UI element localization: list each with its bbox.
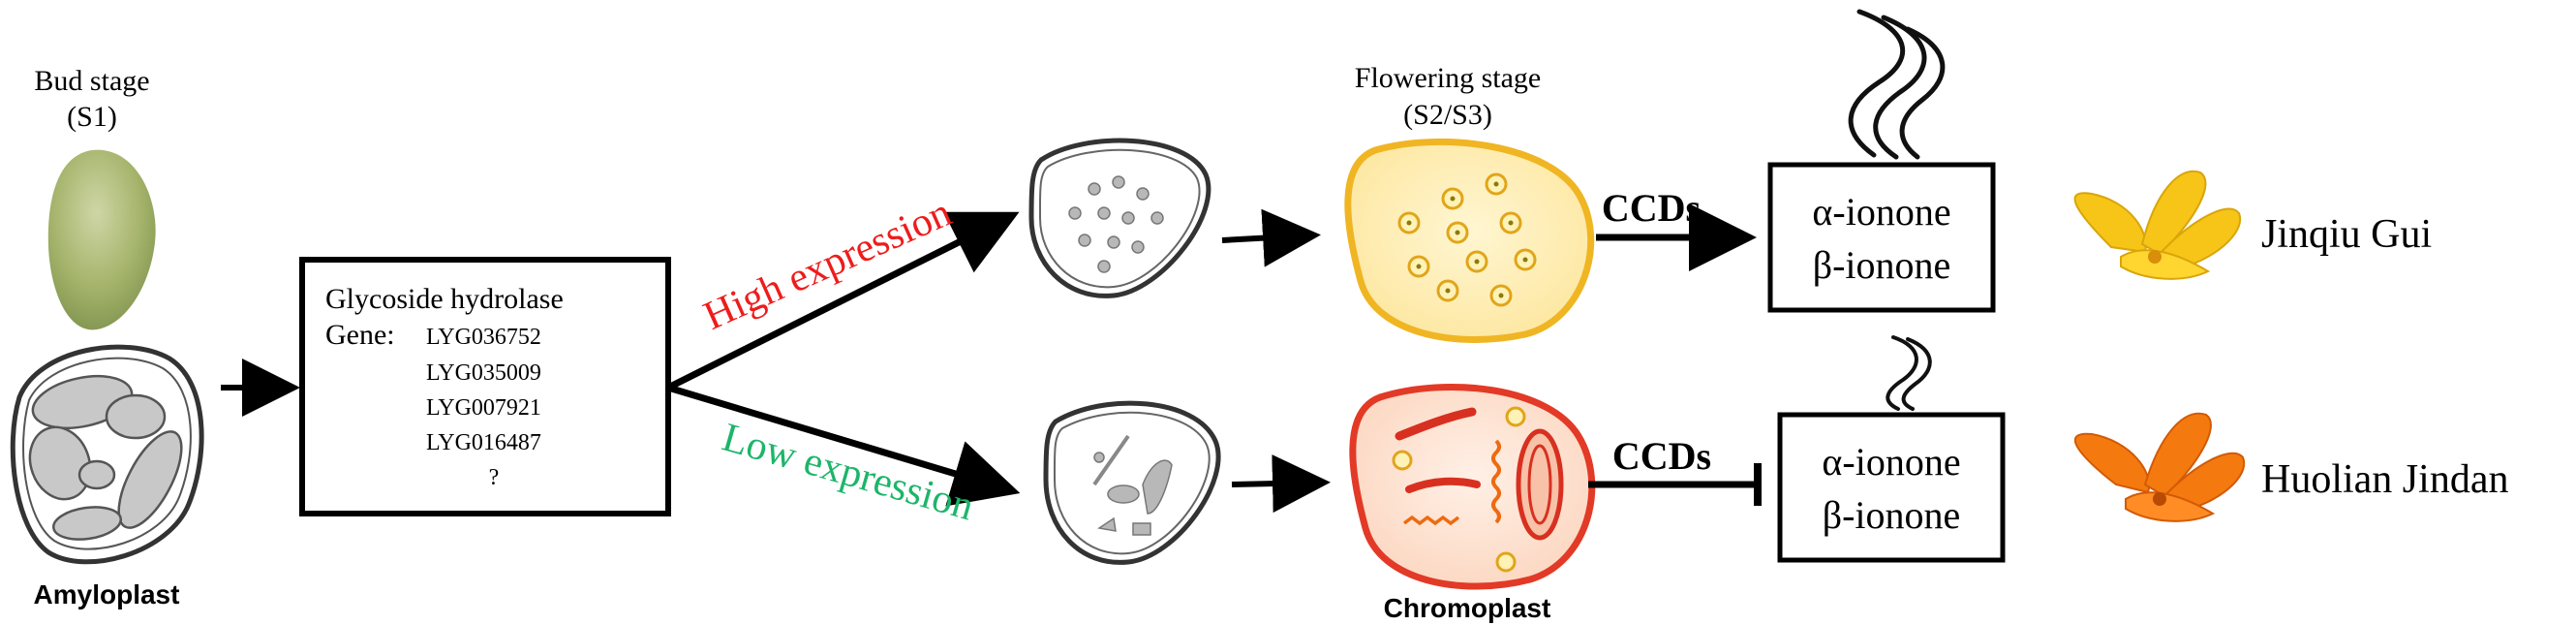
strong-aroma-icon [1848,9,1946,160]
bottom-product: α-ionone [1822,440,1960,484]
ccds-bottom-label: CCDs [1612,434,1711,478]
amyloplast-label: Amyloplast [34,579,180,609]
gene-item: LYG016487 [426,430,541,455]
arrow-to-chromoplast [1231,454,1331,514]
yellow-flower-image [2073,170,2242,280]
top-products-box: α-ionone β-ionone [1767,162,1996,313]
high-expression-arrow [666,211,1020,391]
intermediate-plastid-low [1043,400,1221,565]
hydrolase-box: Glycoside hydrolase Gene: LYG036752 LYG0… [299,257,671,516]
flowering-stage-title: Flowering stage [1355,62,1541,94]
weak-aroma-icon [1886,335,1932,411]
ccds-top-label: CCDs [1602,186,1701,230]
hydrolase-title: Glycoside hydrolase [325,283,564,315]
orange-flower-image [2073,412,2246,522]
bud-stage-title: Bud stage [34,65,149,97]
flowering-stage-code: (S2/S3) [1403,99,1492,131]
gene-item: LYG035009 [426,360,541,386]
intermediate-plastid-high [1028,138,1211,298]
chromoplast-cell [1349,383,1596,590]
bud-stage-code: (S1) [67,101,117,133]
gene-item: LYG036752 [426,325,541,350]
cultivar-bottom-label: Huolian Jindan [2261,457,2508,502]
bud-petal-image [47,149,156,330]
bud-stage-group: Bud stage (S1) [34,65,156,330]
yellow-plastid-cell [1344,139,1595,343]
bottom-products-box: α-ionone β-ionone [1777,412,2006,563]
amyloplast-cell [10,344,204,565]
chromoplast-label: Chromoplast [1384,593,1551,623]
cultivar-top-label: Jinqiu Gui [2261,212,2432,257]
gene-item: LYG007921 [426,395,541,421]
top-product: α-ionone [1812,190,1950,234]
low-expression-arrow [666,384,1021,507]
gene-prefix: Gene: [325,319,395,351]
arrow-to-yellow-cell [1221,208,1321,267]
bottom-product: β-ionone [1823,493,1961,537]
top-product: β-ionone [1813,243,1951,287]
gene-item: ? [489,465,500,490]
